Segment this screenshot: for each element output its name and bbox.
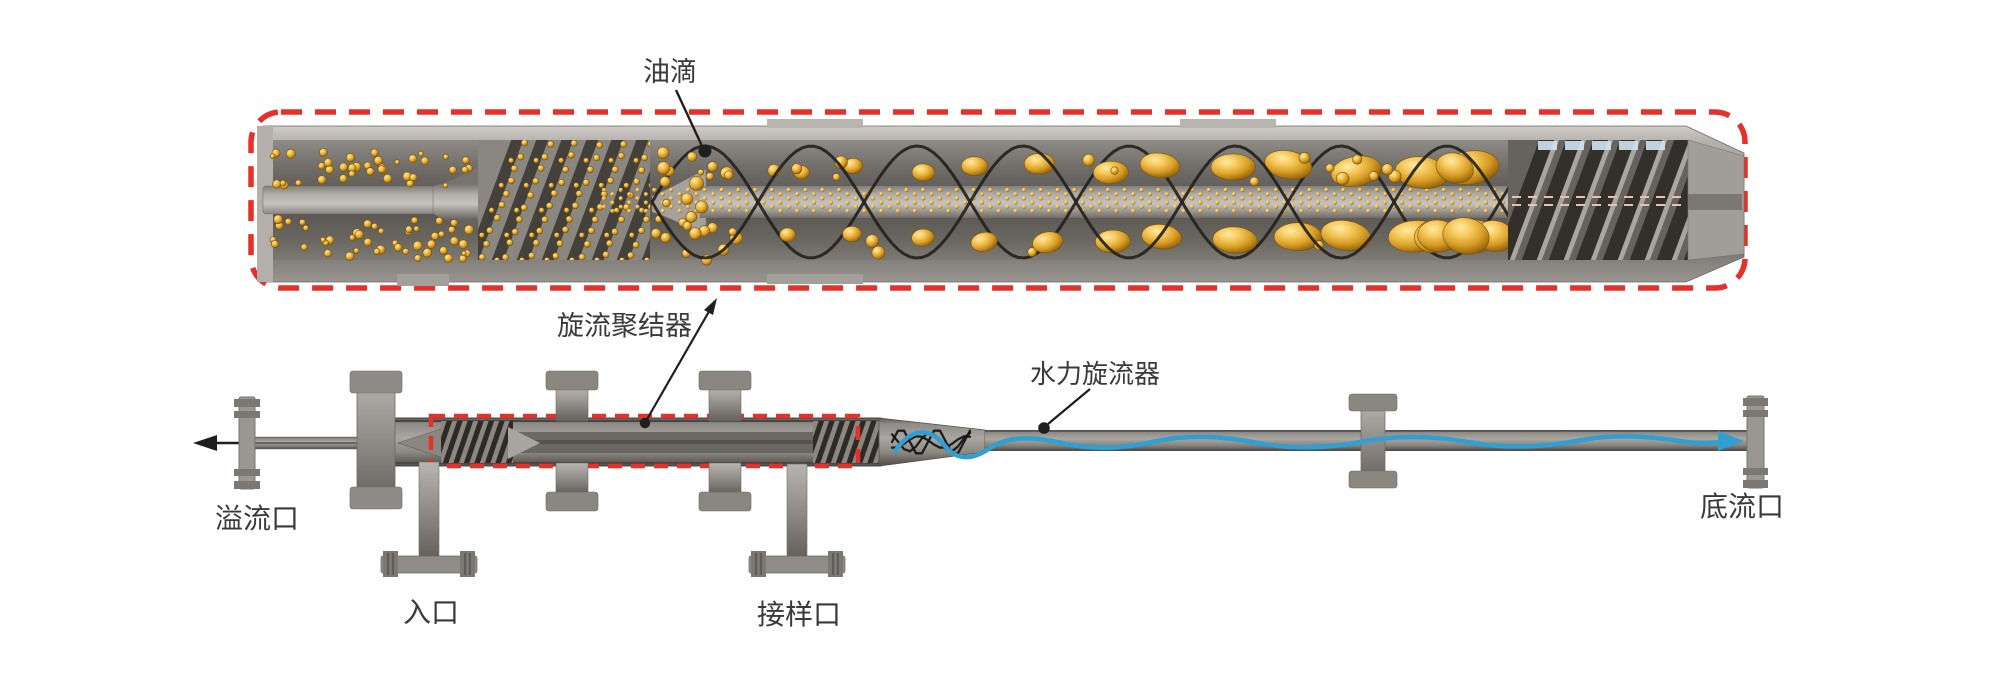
flow-arrow-head: [1718, 431, 1744, 451]
oil-droplet-leader-line: [674, 89, 704, 147]
coalescer-detail-view: 油滴: [248, 57, 1748, 291]
label-inlet: 入口: [403, 597, 459, 628]
hydrocyclone-marker-dot: [1038, 422, 1050, 434]
overflow-arrow-head: [193, 435, 217, 451]
swirl-coalescer-leader-line: [645, 307, 712, 422]
swirl-helix-lines-front: [650, 144, 1512, 260]
helical-vane-right: [1508, 140, 1688, 260]
swirl-coalescer-marker-dot: [639, 417, 651, 429]
underflow-end-flange: [1743, 395, 1768, 489]
pipe-clamp-2: [698, 370, 752, 512]
label-underflow-port: 底流口: [1700, 491, 1784, 522]
detail-shell-tab-top-2: [1180, 119, 1276, 128]
oil-droplet-marker-dot: [698, 144, 712, 158]
coalesced-oil-droplets: [656, 150, 1515, 260]
detail-shell-tab-top-1: [767, 119, 863, 128]
sampling-nozzle: [748, 463, 846, 577]
detail-shell-tab-bottom-2: [767, 274, 863, 284]
detail-center-shaft: [262, 185, 436, 215]
label-oil-droplet: 油滴: [643, 57, 697, 87]
insert-left-outlet-cone: [508, 427, 540, 459]
label-sampling-port: 接样口: [757, 599, 841, 630]
helical-vane-left: [478, 140, 650, 260]
coalescer-region-outline: [428, 413, 861, 469]
detail-center-tube: [700, 186, 1510, 218]
inner-tube-centerline: [510, 440, 820, 444]
hydrocyclone-leader-line: [1047, 388, 1091, 425]
device-overview: 旋流聚结器 水力旋流器 溢流口 入口 接样口 底流口: [193, 298, 1784, 630]
swirl-coalescer-arrow-head: [704, 298, 717, 315]
label-swirl-coalescer: 旋流聚结器: [557, 311, 692, 341]
inlet-nozzle: [380, 461, 478, 577]
detail-shell-tab-bottom-1: [397, 274, 449, 286]
detail-right-end-slot: [1688, 194, 1742, 210]
detail-view-outline: [248, 109, 1748, 291]
swirl-coalescer-annotation: 旋流聚结器: [557, 298, 717, 429]
overflow-flange: [234, 396, 260, 490]
hydrocyclone-annotation: 水力旋流器: [1030, 359, 1160, 434]
label-hydrocyclone: 水力旋流器: [1030, 359, 1160, 389]
flow-line: [892, 430, 1729, 460]
coalescer-insert-left: [441, 421, 513, 463]
inlet-end-flange: [349, 370, 403, 510]
oil-droplet-annotation: 油滴: [643, 57, 712, 158]
coalescer-insert-right: [813, 421, 879, 463]
label-overflow-port: 溢流口: [215, 503, 299, 534]
pipe-clamp-1: [545, 370, 599, 512]
